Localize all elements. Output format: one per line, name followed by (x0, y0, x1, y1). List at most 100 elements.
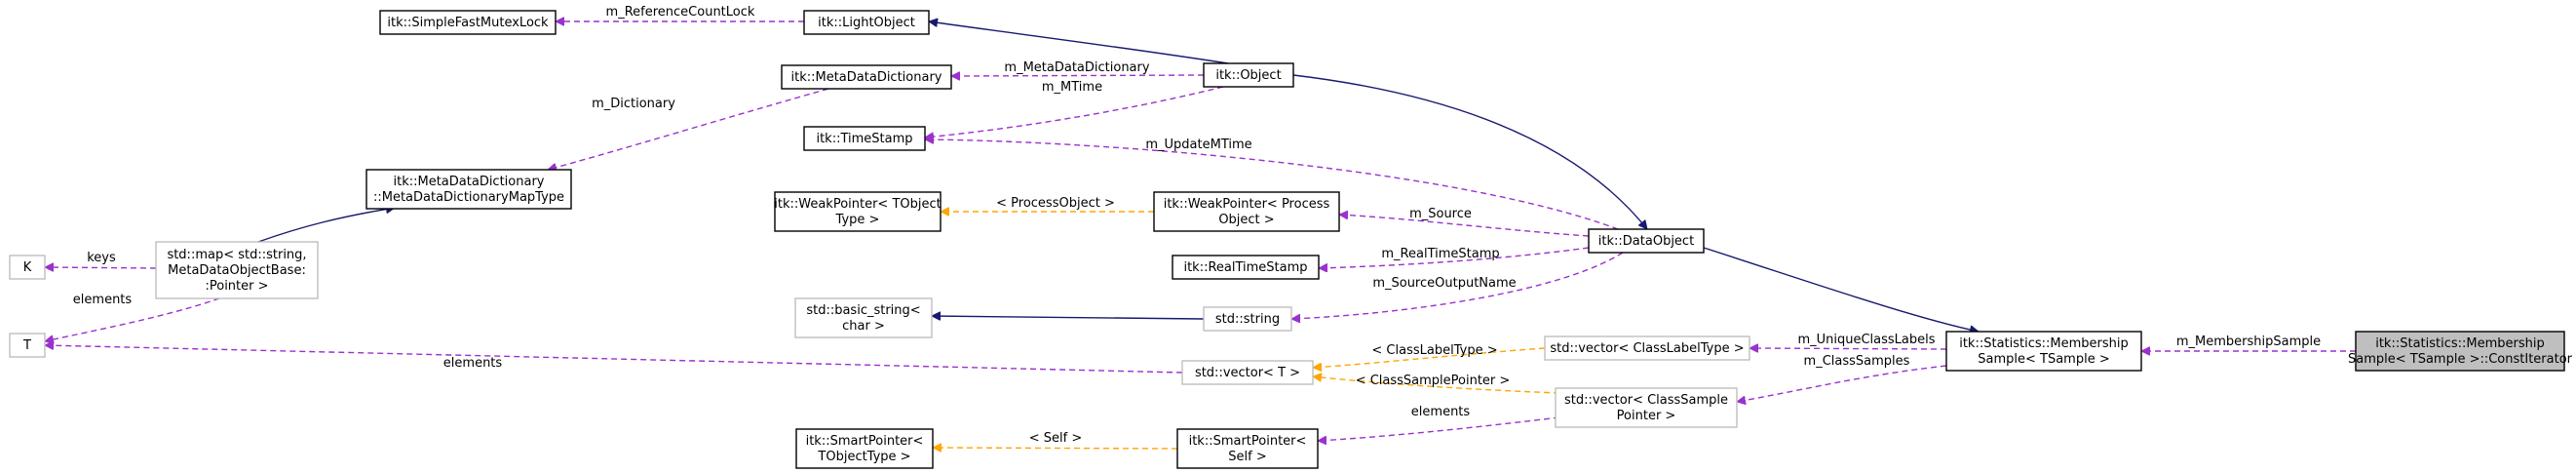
class-node-veccl: std::vector< ClassLabelType > (1544, 335, 1750, 361)
class-node-wp-po[interactable]: itk::WeakPointer< ProcessObject > (1153, 191, 1340, 232)
node-label-line: Type > (835, 213, 880, 227)
edge-vecsp-membership: m_ClassSamples (1737, 354, 1947, 402)
edge-line (1313, 376, 1560, 394)
node-label-line: char > (842, 319, 885, 334)
edge-label: m_UpdateMTime (1145, 138, 1251, 152)
edge-line (1313, 347, 1546, 368)
edge-line (932, 316, 1205, 319)
node-box (1203, 306, 1292, 332)
class-node-mdd[interactable]: itk::MetaDataDictionary (781, 64, 952, 90)
node-label-line: itk::LightObject (818, 16, 915, 30)
node-label-line: itk::WeakPointer< TObject (774, 197, 942, 212)
edge-K-map: keys (45, 251, 157, 268)
node-label-line: Sample< TSample >::ConstIterator (2348, 352, 2573, 367)
edge-label: < ClassLabelType > (1371, 343, 1497, 358)
edge-T-vecT: elements (45, 345, 1183, 374)
node-label-line: itk::Object (1215, 68, 1281, 83)
edge-label: m_MembershipSample (2176, 335, 2321, 349)
edge-label: m_UniqueClassLabels (1797, 333, 1935, 347)
edge-vecT-veccl: < ClassLabelType > (1313, 343, 1546, 368)
node-label-line: itk::WeakPointer< Process (1164, 197, 1330, 212)
node-label-line: std::vector< T > (1195, 366, 1300, 380)
edge-mddmap-mdd: m_Dictionary (548, 88, 829, 170)
node-box (1588, 228, 1705, 254)
node-box (795, 428, 934, 469)
class-node-object[interactable]: itk::Object (1203, 62, 1294, 88)
edge-line (1318, 416, 1560, 441)
node-label-line: itk::SmartPointer< (806, 434, 924, 449)
class-node-constiter[interactable]: itk::Statistics::MembershipSample< TSamp… (2348, 331, 2573, 372)
class-node-basic: std::basic_string<char > (794, 297, 933, 338)
class-node-wp-t[interactable]: itk::WeakPointer< TObjectType > (774, 191, 942, 232)
edge-mdd-object: m_MetaDataDictionary (951, 60, 1205, 76)
node-label-line: itk::SmartPointer< (1189, 434, 1307, 449)
edge-line (45, 267, 157, 268)
edge-light-object (929, 21, 1229, 64)
edge-label: m_Dictionary (592, 97, 675, 111)
node-label-line: std::vector< ClassLabelType > (1550, 341, 1744, 356)
node-box (1181, 360, 1314, 385)
edge-label: m_Source (1409, 207, 1472, 221)
class-node-vecsp: std::vector< ClassSamplePointer > (1555, 387, 1738, 428)
edge-ts-object: m_MTime (925, 80, 1224, 138)
edge-map-mddmap (257, 208, 395, 243)
edge-line (1749, 348, 1947, 349)
edge-line (257, 208, 395, 243)
node-box (1544, 335, 1750, 361)
edge-wppo-dataobject: m_Source (1339, 207, 1590, 237)
class-node-rts[interactable]: itk::RealTimeStamp (1172, 255, 1320, 280)
edge-rts-dataobject: m_RealTimeStamp (1319, 247, 1590, 268)
edge-label: elements (1411, 405, 1471, 419)
edge-label: < ProcessObject > (996, 196, 1115, 211)
class-node-T: T (9, 333, 46, 358)
node-label-line: :Pointer > (205, 279, 268, 294)
edge-label: m_ClassSamples (1804, 354, 1910, 369)
node-box (1203, 62, 1294, 88)
class-node-sp-t[interactable]: itk::SmartPointer<TObjectType > (795, 428, 934, 469)
class-node-membership[interactable]: itk::Statistics::MembershipSample< TSamp… (1945, 331, 2142, 372)
class-node-timestamp[interactable]: itk::TimeStamp (803, 126, 926, 151)
class-node-light[interactable]: itk::LightObject (803, 10, 930, 35)
edge-label: m_MTime (1042, 80, 1102, 95)
edge-line (1339, 215, 1590, 237)
edge-label: elements (443, 356, 503, 371)
node-label-line: Object > (1218, 213, 1274, 227)
class-node-mutex[interactable]: itk::SimpleFastMutexLock (379, 10, 557, 35)
node-label-line: itk::Statistics::Membership (1959, 336, 2129, 351)
edge-line (933, 448, 1178, 449)
edge-line (1703, 247, 1979, 332)
node-label-line: Pointer > (1617, 409, 1676, 423)
node-label-line: K (23, 260, 32, 275)
edge-spt-spself: < Self > (933, 431, 1178, 449)
edge-membership-constiter: m_MembershipSample (2141, 335, 2356, 351)
node-label-line: itk::TimeStamp (816, 132, 912, 146)
node-box (794, 297, 933, 338)
node-label-line: std::string (1215, 312, 1280, 327)
edge-label: m_MetaDataDictionary (1004, 60, 1149, 75)
edge-line (45, 297, 220, 341)
node-box (9, 255, 46, 280)
edge-label: < Self > (1029, 431, 1083, 446)
edge-string-dataobject: m_SourceOutputName (1291, 252, 1624, 319)
node-box (803, 10, 930, 35)
node-box (379, 10, 557, 35)
class-node-map: std::map< std::string,MetaDataObjectBase… (155, 241, 319, 299)
node-label-line: itk::Statistics::Membership (2375, 336, 2545, 351)
edge-spself-vecsp: elements (1318, 405, 1560, 441)
node-box (1153, 191, 1340, 232)
node-label-line: Sample< TSample > (1978, 352, 2109, 367)
node-box (365, 169, 572, 210)
node-label-line: MetaDataObjectBase: (168, 263, 306, 278)
edge-line (1737, 365, 1947, 402)
edge-line (925, 86, 1224, 138)
class-node-dataobject[interactable]: itk::DataObject (1588, 228, 1705, 254)
edge-vecT-vecsp: < ClassSamplePointer > (1313, 374, 1560, 394)
node-label-line: std::basic_string< (806, 303, 920, 318)
class-node-mddmap[interactable]: itk::MetaDataDictionary::MetaDataDiction… (365, 169, 572, 210)
edge-line (45, 345, 1183, 374)
edge-basic-string (932, 316, 1205, 319)
class-node-vecT: std::vector< T > (1181, 360, 1314, 385)
edge-line (1291, 252, 1624, 319)
class-node-sp-self[interactable]: itk::SmartPointer<Self > (1176, 428, 1319, 469)
